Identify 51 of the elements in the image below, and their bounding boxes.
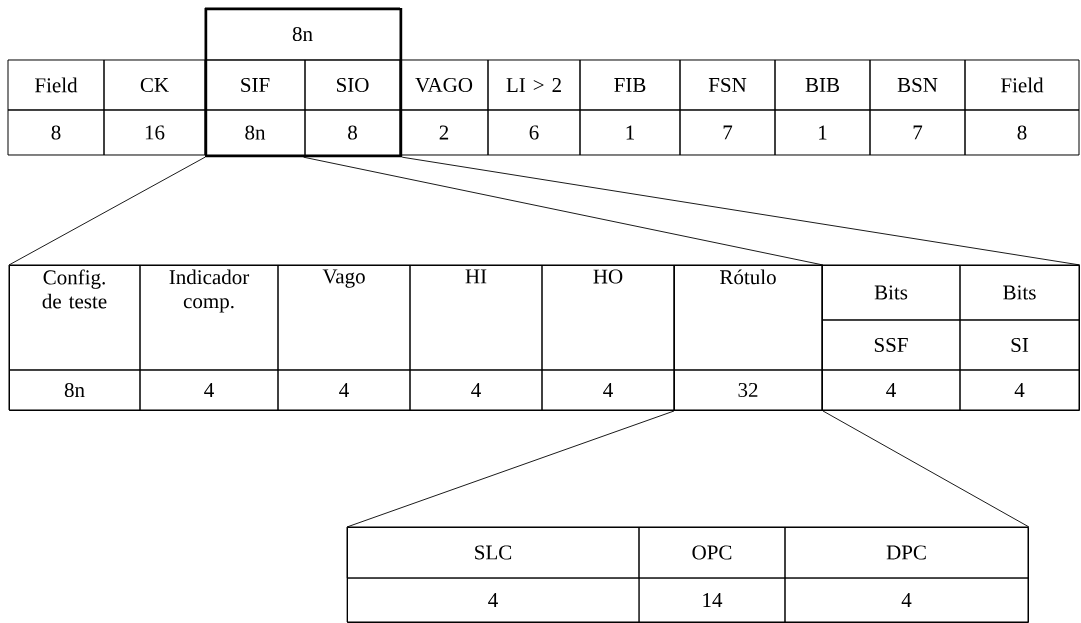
table-cell: 1 xyxy=(579,109,681,156)
table-cell: 8n xyxy=(204,109,306,156)
table-cell: BSN xyxy=(869,59,966,111)
table-cell: 7 xyxy=(869,109,966,156)
table-cell: 16 xyxy=(103,109,206,156)
table-cell: 6 xyxy=(487,109,581,156)
table-cell: SIO xyxy=(304,59,401,111)
table-cell: 4 xyxy=(139,369,279,411)
table-cell: DPC xyxy=(784,526,1029,579)
table-cell: VAGO xyxy=(399,59,489,111)
expansion-line xyxy=(346,410,675,528)
table-cell: Bits xyxy=(959,264,1080,321)
table-cell: Field xyxy=(964,59,1080,111)
table-cell: FSN xyxy=(679,59,776,111)
table-cell: 4 xyxy=(959,369,1080,411)
table-cell: 8 xyxy=(964,109,1080,156)
expansion-line xyxy=(8,156,206,266)
table-cell: 4 xyxy=(784,577,1029,623)
table-cell: 4 xyxy=(346,577,640,623)
table-cell: 14 xyxy=(638,577,786,623)
table-cell: 4 xyxy=(541,369,675,411)
table-cell: CK xyxy=(103,59,206,111)
table-cell: 8 xyxy=(7,109,105,156)
table-cell: 4 xyxy=(821,369,961,411)
table-cell: Rótulo xyxy=(673,264,823,371)
table-cell: 7 xyxy=(679,109,776,156)
table-cell: 32 xyxy=(673,369,823,411)
table-cell: SIF xyxy=(204,59,306,111)
table-cell: BIB xyxy=(774,59,871,111)
table-cell: 8n xyxy=(8,369,141,411)
table-cell: 8 xyxy=(304,109,401,156)
table-cell: 4 xyxy=(409,369,543,411)
expansion-line xyxy=(822,410,1030,528)
table-cell: Vago xyxy=(277,264,411,371)
table-cell: 4 xyxy=(277,369,411,411)
table-cell: 1 xyxy=(774,109,871,156)
table-cell: 8n xyxy=(204,7,401,61)
table-cell: SSF xyxy=(821,319,961,371)
table-cell: 2 xyxy=(399,109,489,156)
table-cell: Config. de teste xyxy=(8,264,141,371)
table-cell: OPC xyxy=(638,526,786,579)
table-cell: Indicador comp. xyxy=(139,264,279,371)
table-cell: FIB xyxy=(579,59,681,111)
table-cell: SI xyxy=(959,319,1080,371)
table-cell: HI xyxy=(409,264,543,371)
table-cell: SLC xyxy=(346,526,640,579)
table-cell: Field xyxy=(7,59,105,111)
table-cell: Bits xyxy=(821,264,961,321)
table-cell: LI > 2 xyxy=(487,59,581,111)
table-cell: HO xyxy=(541,264,675,371)
field-group-outline xyxy=(205,8,403,158)
